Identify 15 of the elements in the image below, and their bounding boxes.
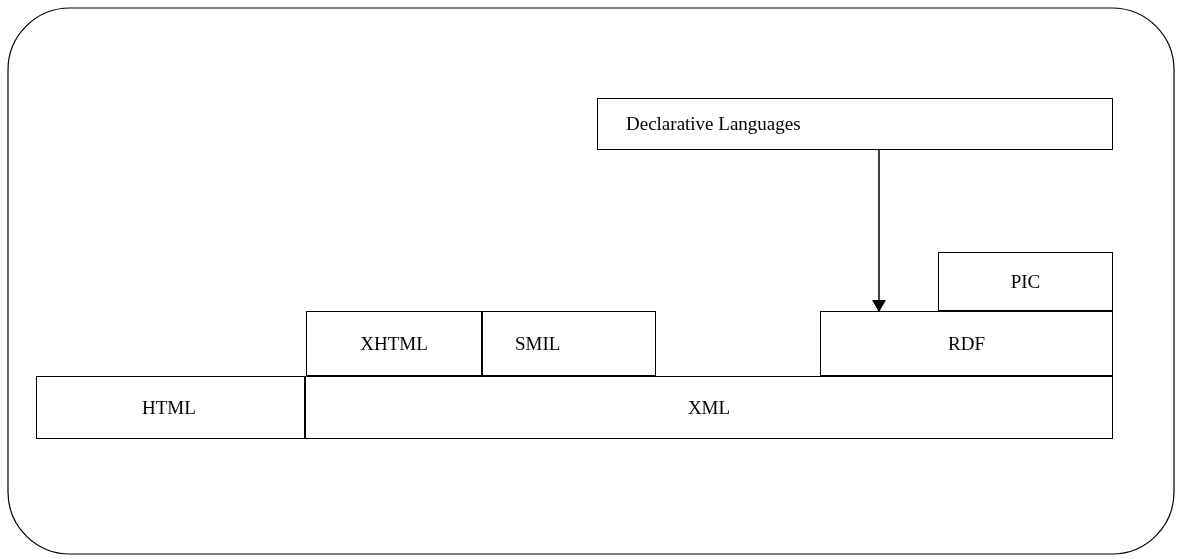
layer-label: RDF	[948, 331, 985, 356]
layer-box	[305, 376, 1113, 439]
layer-box	[482, 311, 656, 376]
layer-label: SMIL	[515, 331, 561, 356]
layer-label: XML	[687, 395, 731, 420]
layer-label: PIC	[1010, 269, 1041, 294]
layer-box	[597, 98, 1113, 150]
layer-label: XHTML	[360, 331, 428, 356]
layer-box	[938, 252, 1113, 311]
layer-box	[36, 376, 305, 439]
layer-label: Declarative Languages	[626, 112, 801, 136]
layer-box	[306, 311, 482, 376]
arrow	[872, 149, 886, 312]
layer-label: HTML	[142, 395, 196, 420]
layer-box	[820, 311, 1113, 376]
